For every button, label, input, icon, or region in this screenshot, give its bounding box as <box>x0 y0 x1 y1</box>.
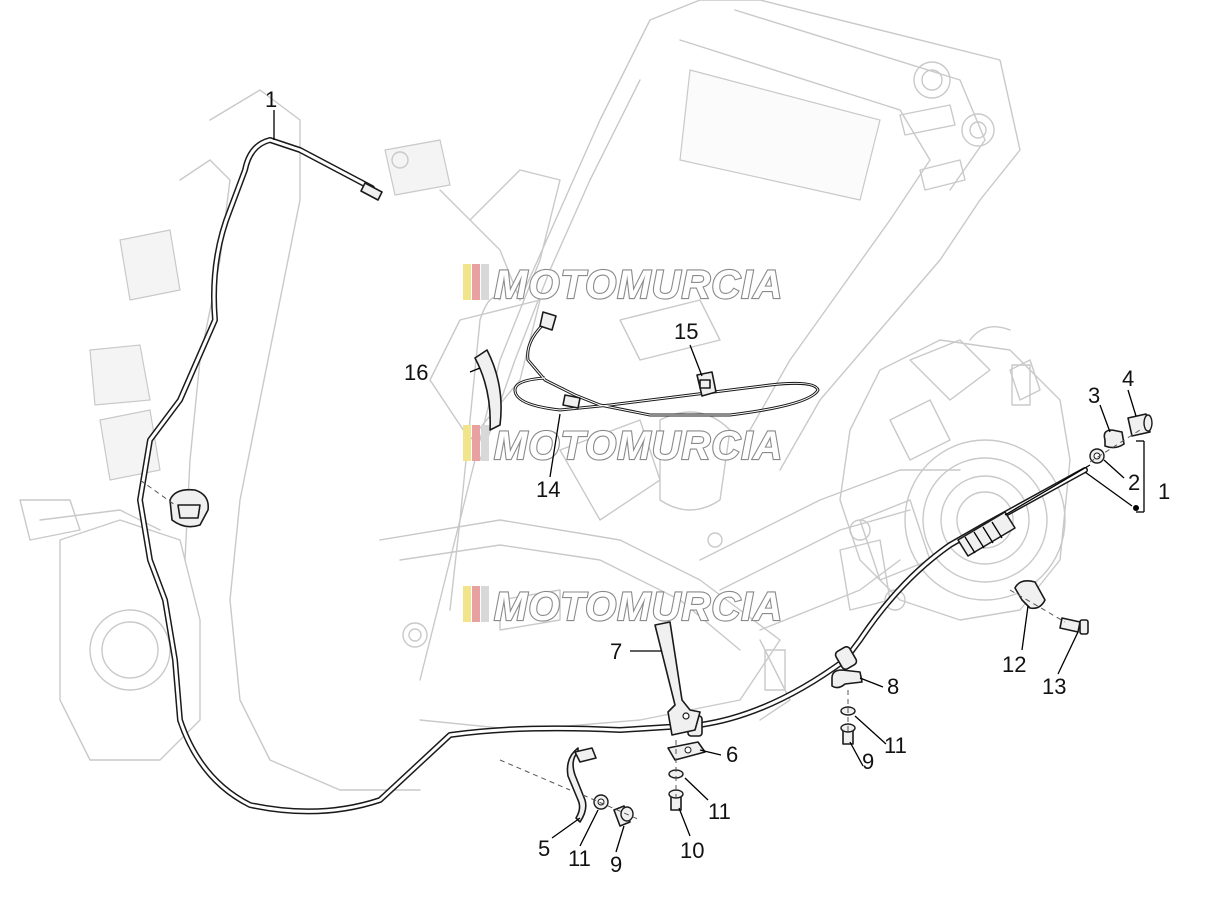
callout-labels: 1 1 2 3 4 5 6 7 8 9 9 10 11 11 11 12 13 … <box>265 87 1170 877</box>
callout-10: 10 <box>680 838 704 863</box>
callout-6: 6 <box>726 742 738 767</box>
clip-5 <box>566 747 597 823</box>
callout-3: 3 <box>1088 383 1100 408</box>
callout-7: 7 <box>610 639 622 664</box>
scooter-frame <box>19 0 1021 791</box>
callout-1-top: 1 <box>265 87 277 112</box>
callout-5: 5 <box>538 836 550 861</box>
svg-text:MOTOMURCIA: MOTOMURCIA <box>494 263 783 307</box>
brake-cable <box>137 137 1091 815</box>
callout-9-left: 9 <box>610 852 622 877</box>
bracket-7 <box>654 621 701 736</box>
strap-16 <box>474 349 502 431</box>
callout-8: 8 <box>887 674 899 699</box>
assembly-lines <box>139 429 1141 821</box>
clip-8 <box>831 669 863 689</box>
callout-13: 13 <box>1042 674 1066 699</box>
bolt-13 <box>1059 617 1089 635</box>
callout-4: 4 <box>1122 366 1134 391</box>
callout-15: 15 <box>674 319 698 344</box>
washer-11-left <box>593 794 609 810</box>
callout-16: 16 <box>404 360 428 385</box>
cable-holder-front <box>169 488 210 528</box>
sensor-cable <box>513 311 820 417</box>
watermark-middle: MOTOMURCIA <box>463 423 783 469</box>
sensor-15 <box>696 371 717 397</box>
plate-6 <box>667 741 706 761</box>
cap-4 <box>1127 413 1153 437</box>
washer-2 <box>1089 448 1105 464</box>
callout-9-right: 9 <box>862 749 874 774</box>
callout-14: 14 <box>536 477 560 502</box>
callout-11-left: 11 <box>568 846 591 871</box>
engine-assembly <box>707 326 1071 621</box>
nut-3 <box>1103 429 1125 449</box>
cable-boot <box>957 511 1016 557</box>
leader-lines <box>273 110 1145 853</box>
svg-text:MOTOMURCIA: MOTOMURCIA <box>494 424 783 468</box>
screw-10 <box>668 789 684 811</box>
callout-1-right: 1 <box>1158 479 1170 504</box>
watermark-top: MOTOMURCIA <box>463 262 783 308</box>
callout-11-right: 11 <box>884 733 907 758</box>
svg-text:MOTOMURCIA: MOTOMURCIA <box>494 585 783 629</box>
clip-12 <box>1014 580 1046 610</box>
callout-2: 2 <box>1128 470 1140 495</box>
callout-12: 12 <box>1002 652 1026 677</box>
callout-11-center: 11 <box>708 799 731 824</box>
watermark-bottom: MOTOMURCIA <box>463 584 783 630</box>
screw-9-left <box>613 805 634 827</box>
